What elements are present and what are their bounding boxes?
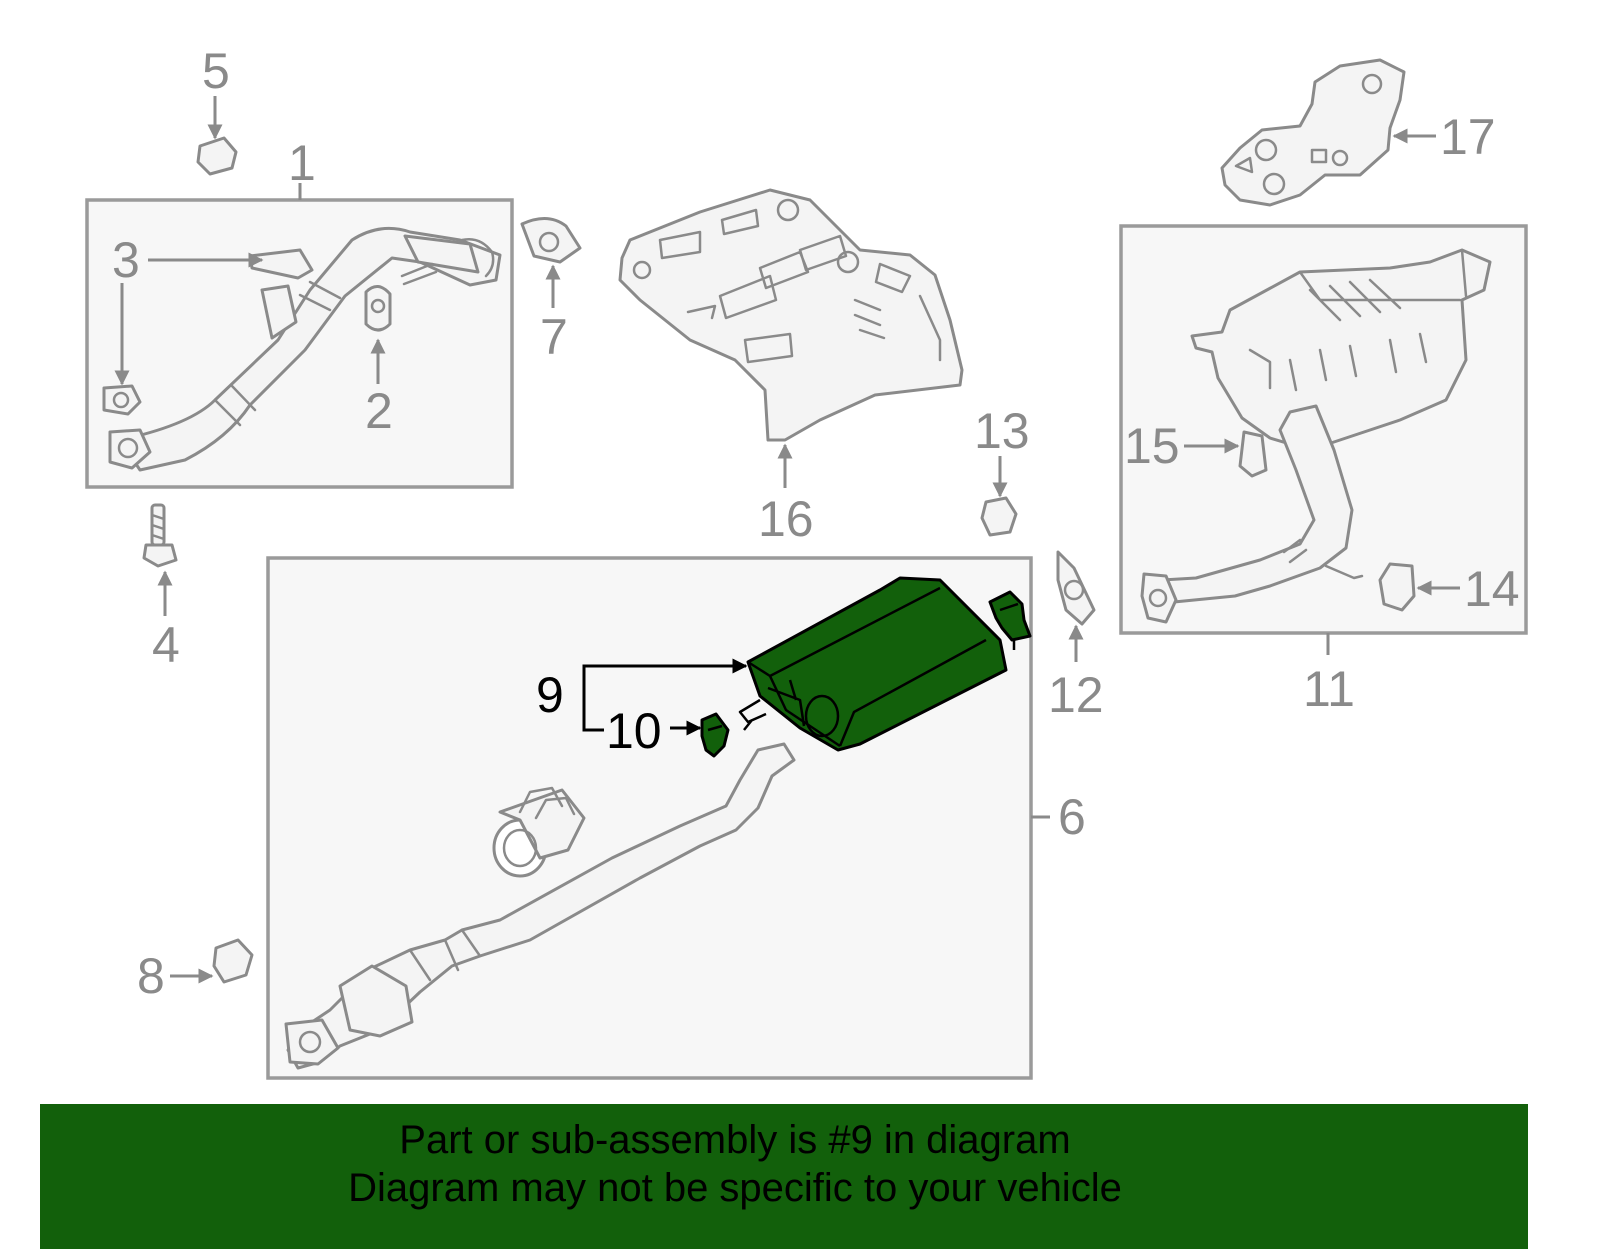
hanger-15-part[interactable] — [1238, 430, 1268, 478]
callout-7: 7 — [540, 309, 568, 365]
hanger-10-part[interactable] — [700, 712, 730, 758]
nut-13-part[interactable] — [980, 496, 1018, 537]
callout-13: 13 — [974, 403, 1030, 459]
callout-11: 11 — [1303, 661, 1355, 717]
hanger-2-part[interactable] — [364, 285, 392, 332]
info-banner: Part or sub-assembly is #9 in diagram Di… — [40, 1104, 1528, 1249]
leader-10-bracket — [582, 706, 604, 732]
callout-16: 16 — [758, 491, 814, 547]
callout-8: 8 — [137, 948, 165, 1004]
callout-17: 17 — [1440, 109, 1496, 165]
callout-10: 10 — [606, 703, 662, 759]
callout-1: 1 — [288, 135, 316, 191]
heat-shield-16-part[interactable] — [618, 188, 964, 442]
nut-8-part[interactable] — [212, 938, 254, 984]
gasket-12-part[interactable] — [1056, 550, 1096, 626]
front-pipe-part[interactable] — [108, 226, 502, 472]
clamp-part[interactable] — [492, 786, 586, 878]
callout-6: 6 — [1058, 789, 1086, 845]
leader-9 — [582, 658, 748, 706]
gasket-7-part[interactable] — [520, 217, 582, 264]
callout-3: 3 — [112, 232, 140, 288]
rear-muffler-part[interactable] — [1140, 248, 1492, 624]
banner-line-part-number: Part or sub-assembly is #9 in diagram — [399, 1118, 1071, 1162]
callout-4: 4 — [152, 617, 180, 673]
center-pipe-assembly-group[interactable] — [266, 556, 1033, 1080]
callout-9: 9 — [536, 667, 564, 723]
callout-2: 2 — [365, 383, 393, 439]
callout-15: 15 — [1124, 418, 1180, 474]
nut-5-part[interactable] — [196, 136, 238, 176]
front-pipe-assembly-group[interactable] — [85, 198, 514, 489]
callout-5: 5 — [202, 43, 230, 99]
center-pipe-part[interactable] — [284, 742, 796, 1070]
bracket-17-part[interactable] — [1220, 58, 1406, 207]
rear-muffler-assembly-group[interactable] — [1119, 224, 1528, 635]
hanger-14-part[interactable] — [1378, 562, 1416, 612]
muffler-9-highlighted-part[interactable] — [738, 576, 1032, 752]
callout-14: 14 — [1464, 561, 1520, 617]
callout-12: 12 — [1048, 667, 1104, 723]
bolt-4-part[interactable] — [142, 503, 178, 568]
banner-line-disclaimer: Diagram may not be specific to your vehi… — [348, 1166, 1122, 1210]
